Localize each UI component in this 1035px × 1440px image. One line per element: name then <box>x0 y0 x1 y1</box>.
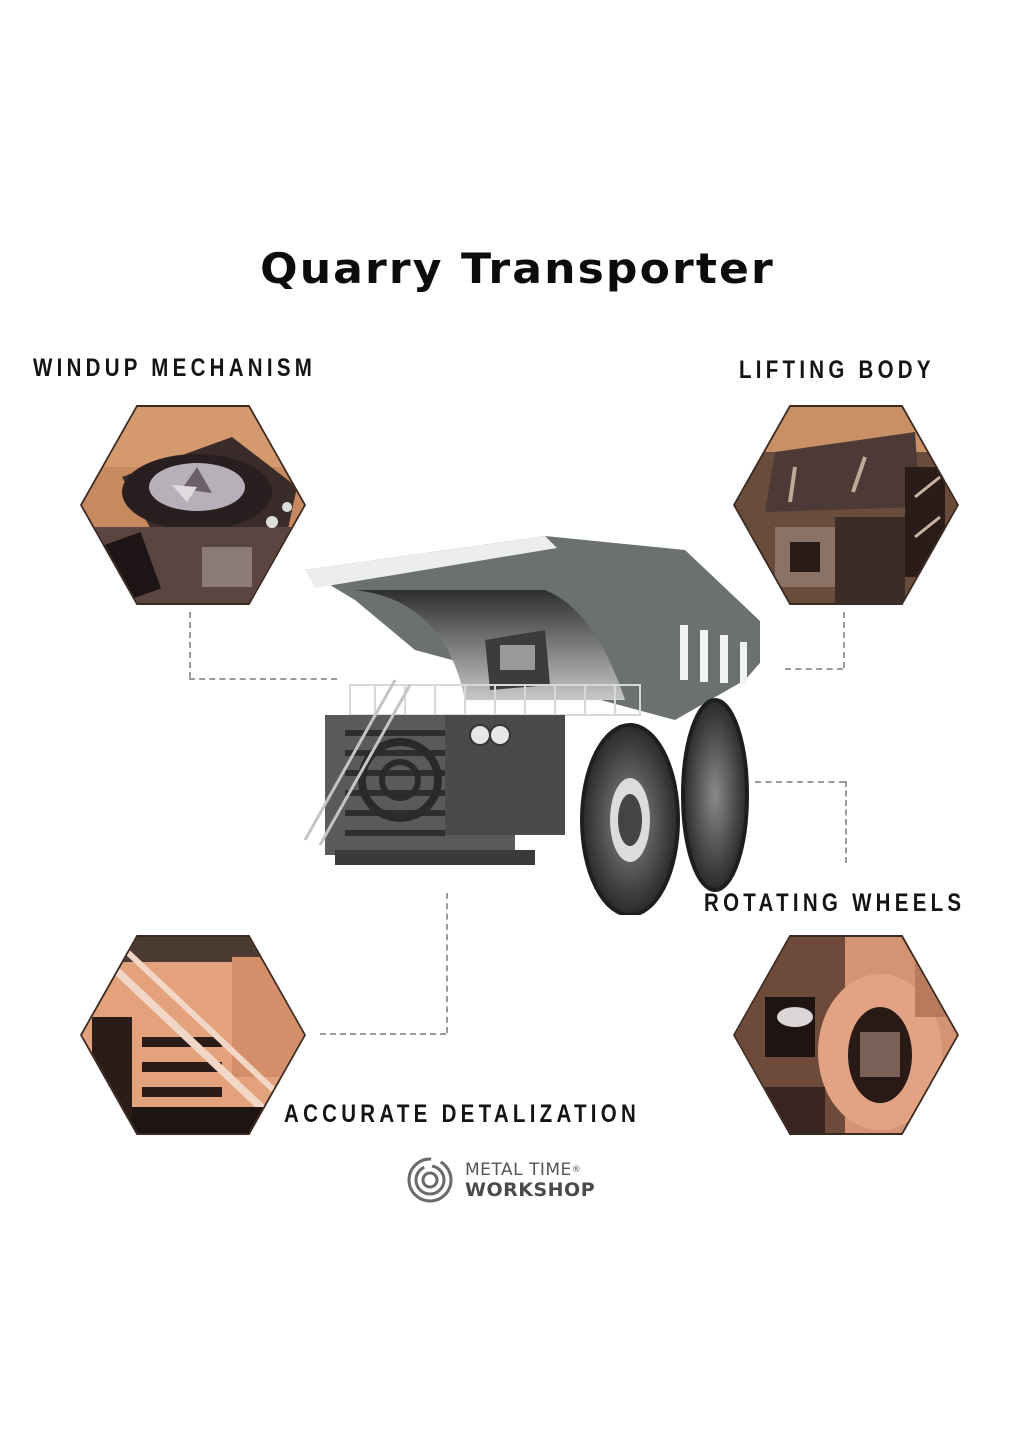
page-title: Quarry Transporter <box>260 244 775 293</box>
connector-line-windup-h <box>189 678 337 680</box>
connector-line-lifting-h <box>785 668 843 670</box>
connector-line-detail <box>446 893 448 1033</box>
feature-label-windup-mechanism: WINDUP MECHANISM <box>33 354 317 382</box>
connector-line-wheels <box>845 781 847 863</box>
registered-mark: ® <box>571 1165 582 1175</box>
feature-label-accurate-detalization: ACCURATE DETALIZATION <box>284 1100 641 1128</box>
brand-name-line1: METAL TIME <box>465 1160 572 1180</box>
feature-label-rotating-wheels: ROTATING WHEELS <box>704 889 966 917</box>
accurate-detalization-photo-icon <box>80 935 306 1135</box>
rotating-wheels-photo-icon <box>733 935 959 1135</box>
windup-mechanism-photo-icon <box>80 405 306 605</box>
quarry-transporter-truck-image <box>295 530 760 915</box>
metal-time-logo-icon <box>407 1157 453 1203</box>
lifting-body-photo-icon <box>733 405 959 605</box>
brand-name-line2: WORKSHOP <box>465 1179 596 1201</box>
connector-line-detail-h <box>320 1033 446 1035</box>
connector-line-windup <box>189 612 191 678</box>
connector-line-lifting <box>843 612 845 668</box>
feature-label-lifting-body: LIFTING BODY <box>739 356 935 384</box>
connector-line-wheels-h <box>755 781 845 783</box>
brand-logo: METAL TIME® WORKSHOP <box>405 1155 595 1205</box>
